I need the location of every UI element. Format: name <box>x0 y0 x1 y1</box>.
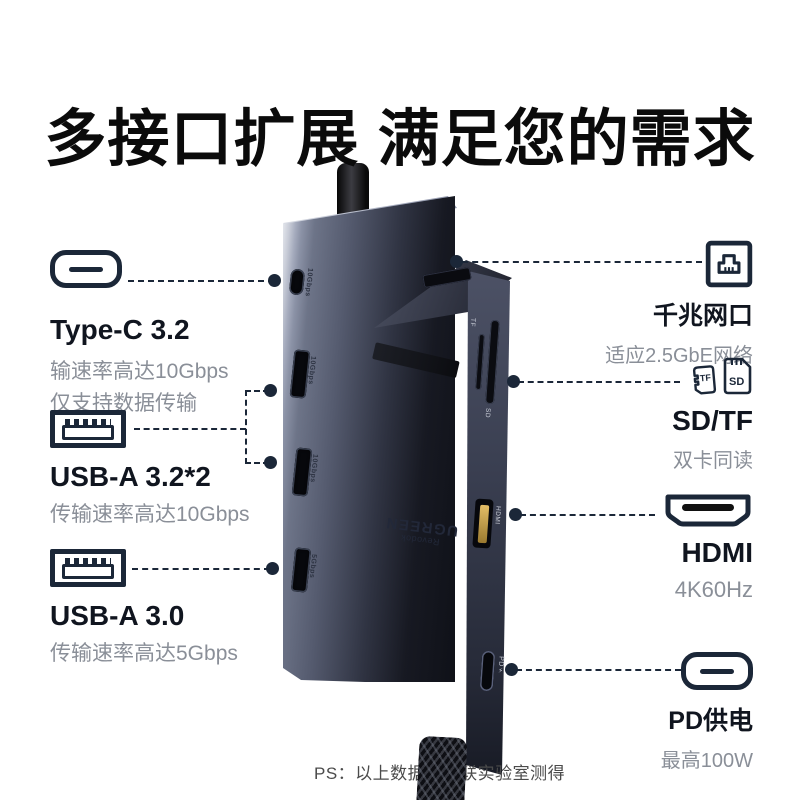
connector-dot-typec <box>268 274 281 287</box>
callout-typec: Type-C 3.2 输速率高达10Gbps 仅支持数据传输 <box>50 250 290 420</box>
page-title: 多接口扩展 满足您的需求 <box>44 105 756 174</box>
callout-usba32-label: USB-A 3.2*2 <box>50 461 211 492</box>
connector-line-sdtf <box>518 381 680 383</box>
callout-hdmi-desc1: 4K60Hz <box>674 577 753 602</box>
callout-ethernet: 千兆网口 适应2.5GbE网络 <box>553 240 753 368</box>
tf-card-icon: TF <box>692 365 717 395</box>
tf-slot-label: TF <box>468 317 477 328</box>
connector-dot-usba32-top <box>264 384 277 397</box>
callout-pd-label: PD供电 <box>668 707 753 735</box>
top-cable <box>337 163 369 219</box>
svg-text:TF: TF <box>699 372 711 383</box>
sd-card-icon: SD <box>723 357 752 395</box>
connector-line-usba32-bottom <box>245 462 269 464</box>
connector-dot-usba32-bottom <box>264 456 277 469</box>
hdmi-port <box>472 498 494 549</box>
connector-line-hdmi <box>520 514 655 516</box>
callout-typec-desc2: 仅支持数据传输 <box>50 392 197 415</box>
callout-usba32-desc1: 传输速率高达10Gbps <box>50 503 250 526</box>
usbc-icon <box>681 652 753 690</box>
callout-pd-desc1: 最高100W <box>660 750 753 772</box>
callout-usba32: USB-A 3.2*2 传输速率高达10Gbps <box>50 410 290 531</box>
connector-dot-usba30 <box>266 562 279 575</box>
callout-typec-desc1: 输速率高达10Gbps <box>50 360 229 383</box>
callout-usba30-desc1: 传输速率高达5Gbps <box>50 642 238 665</box>
hdmi-port-label: HDMI <box>493 505 502 525</box>
callout-ethernet-label: 千兆网口 <box>652 302 753 330</box>
connector-line-usba30 <box>132 568 270 570</box>
callout-hdmi: HDMI 4K60Hz <box>553 494 753 603</box>
ethernet-icon <box>705 240 753 288</box>
connector-line-typec <box>128 280 274 282</box>
connector-line-usba32-top <box>245 390 269 392</box>
sd-slot-label: SD <box>483 407 492 419</box>
connector-line-usba32-vertical <box>245 390 247 464</box>
pd-port-label: PD⚡ <box>496 655 505 676</box>
connector-dot-sdtf <box>507 375 520 388</box>
callout-sdtf-label: SD/TF <box>672 405 753 436</box>
connector-line-usba32 <box>134 428 246 430</box>
connector-line-pd <box>516 669 681 671</box>
callout-ethernet-desc1: 适应2.5GbE网络 <box>605 345 753 367</box>
callout-typec-label: Type-C 3.2 <box>50 314 190 345</box>
callout-hdmi-label: HDMI <box>681 537 753 568</box>
connector-dot-hdmi <box>509 508 522 521</box>
usbc-icon <box>50 250 122 288</box>
usb-a-icon <box>50 410 126 448</box>
pd-port <box>479 650 496 692</box>
svg-text:SD: SD <box>729 376 744 388</box>
callout-usba30-label: USB-A 3.0 <box>50 600 185 631</box>
usb-a-icon <box>50 549 126 587</box>
callout-usba30: USB-A 3.0 传输速率高达5Gbps <box>50 549 290 670</box>
callout-sdtf: TF SD SD/TF 双卡同读 <box>553 356 753 473</box>
connector-dot-pd <box>505 663 518 676</box>
callout-sdtf-desc1: 双卡同读 <box>673 450 753 472</box>
hdmi-icon <box>665 494 751 527</box>
callout-pd: PD供电 最高100W <box>553 652 753 773</box>
connector-dot-ethernet <box>450 255 463 268</box>
connector-line-ethernet <box>462 261 702 263</box>
bottom-cable <box>416 735 468 800</box>
